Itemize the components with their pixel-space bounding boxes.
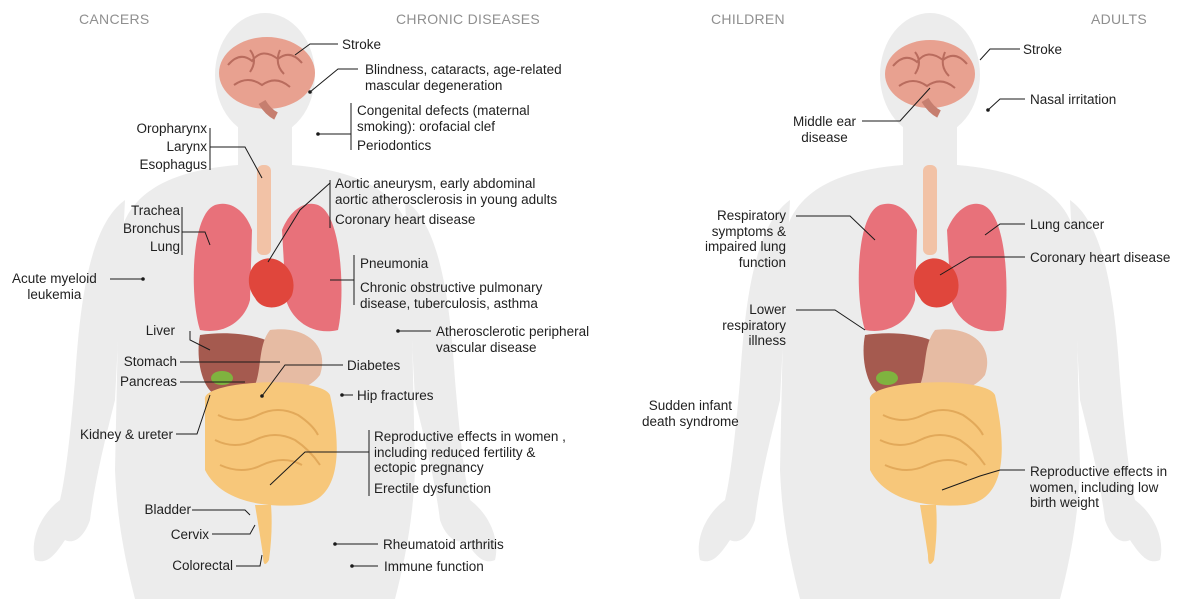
label-middle-ear: Middle ear disease — [793, 114, 856, 145]
header-children: CHILDREN — [711, 11, 785, 27]
label-aortic-aneurysm: Aortic aneurysm, early abdominal aortic … — [335, 176, 557, 207]
label-acute-myeloid-leukemia: Acute myeloid leukemia — [12, 271, 97, 302]
left-lung-left-icon — [194, 204, 252, 331]
label-pancreas: Pancreas — [120, 374, 177, 390]
label-nasal-irritation: Nasal irritation — [1030, 92, 1116, 108]
label-blindness: Blindness, cataracts, age-related mascul… — [365, 62, 562, 93]
label-respiratory-symptoms: Respiratory symptoms & impaired lung fun… — [705, 208, 786, 270]
label-sids: Sudden infant death syndrome — [642, 398, 739, 429]
label-liver: Liver — [146, 323, 175, 339]
label-immune: Immune function — [384, 559, 484, 575]
label-larynx: Larynx — [166, 139, 207, 155]
label-esophagus: Esophagus — [139, 157, 207, 173]
header-adults: ADULTS — [1091, 11, 1147, 27]
label-lung: Lung — [150, 239, 180, 255]
left-trachea-icon — [257, 165, 271, 255]
label-lower-respiratory: Lower respiratory illness — [722, 302, 786, 349]
label-congenital-defects: Congenital defects (maternal smoking): o… — [357, 103, 530, 134]
label-hip-fractures: Hip fractures — [357, 388, 434, 404]
label-colorectal: Colorectal — [172, 558, 233, 574]
header-cancers: CANCERS — [79, 11, 150, 27]
label-stroke-left: Stroke — [342, 37, 381, 53]
label-trachea: Trachea — [131, 203, 180, 219]
right-gallbladder-icon — [876, 371, 898, 385]
header-chronic-diseases: CHRONIC DISEASES — [396, 11, 540, 27]
label-kidney-ureter: Kidney & ureter — [80, 427, 173, 443]
label-reproductive-right: Reproductive effects in women, including… — [1030, 464, 1167, 511]
label-pneumonia: Pneumonia — [360, 256, 428, 272]
label-bronchus: Bronchus — [123, 221, 180, 237]
label-erectile: Erectile dysfunction — [374, 481, 491, 497]
right-lung-left-icon — [859, 204, 917, 331]
label-coronary-left: Coronary heart disease — [335, 212, 475, 228]
label-reproductive-left: Reproductive effects in women , includin… — [374, 429, 566, 476]
label-atherosclerotic: Atherosclerotic peripheral vascular dise… — [436, 324, 589, 355]
label-periodontics: Periodontics — [357, 138, 431, 154]
right-trachea-icon — [923, 165, 937, 255]
label-cervix: Cervix — [171, 527, 209, 543]
label-copd: Chronic obstructive pulmonary disease, t… — [360, 280, 542, 311]
label-stomach: Stomach — [124, 354, 177, 370]
label-rheumatoid: Rheumatoid arthritis — [383, 537, 504, 553]
label-oropharynx: Oropharynx — [136, 121, 207, 137]
label-lung-cancer: Lung cancer — [1030, 217, 1104, 233]
left-gallbladder-icon — [211, 371, 233, 385]
label-coronary-right: Coronary heart disease — [1030, 250, 1170, 266]
label-diabetes: Diabetes — [347, 358, 400, 374]
label-stroke-right: Stroke — [1023, 42, 1062, 58]
label-bladder: Bladder — [144, 502, 191, 518]
